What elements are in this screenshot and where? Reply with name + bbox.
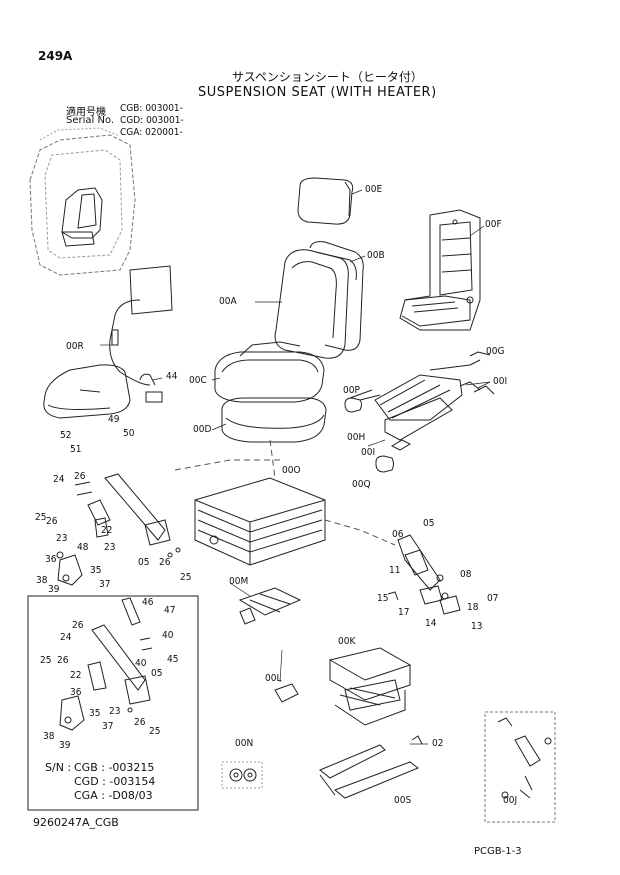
label-52: 52 [60, 430, 72, 441]
inset-label-24: 24 [60, 632, 72, 643]
label-22: 22 [101, 525, 113, 536]
label-24: 24 [53, 474, 65, 485]
inset-label-25: 25 [40, 655, 52, 666]
sn-line-3: CGA : -D08/03 [74, 789, 153, 802]
label-49: 49 [108, 414, 120, 425]
label-00N: 00N [235, 738, 254, 749]
footer-page-ref: PCGB-1-3 [474, 846, 522, 857]
label-00H: 00H [347, 432, 366, 443]
title-english: SUSPENSION SEAT (WITH HEATER) [198, 85, 437, 100]
label-00B: 00B [367, 250, 385, 261]
suspension-00O [194, 477, 326, 566]
inset-label-23: 23 [109, 706, 121, 717]
inset-label-26b: 26 [57, 655, 69, 666]
seat-frame-00F [399, 209, 481, 331]
label-07: 07 [487, 593, 499, 604]
label-18: 18 [467, 602, 479, 613]
label-00G: 00G [486, 346, 505, 357]
label-00E: 00E [365, 184, 383, 195]
serial-line-2: CGD: 003001- [120, 115, 184, 126]
title-japanese: サスペンションシート（ヒータ付） [232, 70, 423, 84]
label-05: 05 [138, 557, 150, 568]
serial-line-3: CGA: 020001- [120, 127, 183, 138]
heater-pad-00R [43, 265, 173, 419]
label-00K: 00K [338, 636, 356, 647]
label-14: 14 [425, 618, 437, 629]
inset-label-36: 36 [70, 687, 82, 698]
label-06: 06 [392, 529, 404, 540]
label-26: 26 [74, 471, 86, 482]
label-25b: 25 [180, 572, 192, 583]
inset-label-39: 39 [59, 740, 71, 751]
label-05b: 05 [423, 518, 435, 529]
label-00M: 00M [229, 576, 249, 587]
serial-label-en: Serial No. [66, 115, 115, 126]
label-23b: 23 [104, 542, 116, 553]
label-00A: 00A [219, 296, 237, 307]
label-00S: 00S [394, 795, 412, 806]
slide-rails [349, 351, 495, 451]
inset-label-35: 35 [89, 708, 101, 719]
inset-label-47: 47 [164, 605, 176, 616]
label-37: 37 [99, 579, 111, 590]
sn-line-1: CGB : -003215 [74, 761, 155, 774]
inset-label-45: 45 [167, 654, 179, 665]
label-11: 11 [389, 565, 401, 576]
label-00J: 00J [503, 795, 518, 806]
label-35: 35 [90, 565, 102, 576]
armrest-right [387, 534, 461, 615]
label-00D: 00D [193, 424, 212, 435]
label-17: 17 [398, 607, 410, 618]
inset-label-38: 38 [43, 731, 55, 742]
label-00O: 00O [282, 465, 301, 476]
footer-drawing-code: 9260247A_CGB [33, 816, 119, 829]
label-38: 38 [36, 575, 48, 586]
label-13: 13 [471, 621, 483, 632]
inset-label-46: 46 [142, 597, 154, 608]
inset-label-26: 26 [72, 620, 84, 631]
sn-label: S/N : [45, 761, 72, 774]
label-00R: 00R [66, 341, 84, 352]
lower-frame-00K [328, 647, 412, 726]
inset-label-26c: 26 [134, 717, 146, 728]
serial-line-1: CGB: 003001- [120, 103, 183, 114]
inset-label-37: 37 [102, 721, 114, 732]
label-39: 39 [48, 584, 60, 595]
label-25: 25 [35, 512, 47, 523]
inset-label-05: 05 [151, 668, 163, 679]
label-36: 36 [45, 554, 57, 565]
label-00C: 00C [189, 375, 207, 386]
page-code: 249A [38, 49, 73, 63]
label-00I-a: 00I [493, 376, 508, 387]
label-00Q: 00Q [352, 479, 371, 490]
inset-label-25b: 25 [149, 726, 161, 737]
label-00I-b: 00I [361, 447, 376, 458]
armrest-left [56, 473, 181, 586]
label-08: 08 [460, 569, 472, 580]
label-51: 51 [70, 444, 82, 455]
label-00P: 00P [343, 385, 360, 396]
inset-label-40: 40 [162, 630, 174, 641]
inset-armrest [59, 597, 153, 731]
inset-label-40b: 40 [135, 658, 147, 669]
label-15: 15 [377, 593, 389, 604]
label-26b: 26 [46, 516, 58, 527]
label-02: 02 [432, 738, 444, 749]
label-00L: 00L [265, 673, 282, 684]
inset-label-22: 22 [70, 670, 82, 681]
label-00F: 00F [485, 219, 502, 230]
label-23: 23 [56, 533, 68, 544]
cab-illustration [29, 127, 136, 276]
label-44: 44 [166, 371, 178, 382]
label-50: 50 [123, 428, 135, 439]
label-26c: 26 [159, 557, 171, 568]
sn-line-2: CGD : -003154 [74, 775, 156, 788]
serial-label-jp: 適用号機 [66, 107, 106, 118]
label-48: 48 [77, 542, 89, 553]
